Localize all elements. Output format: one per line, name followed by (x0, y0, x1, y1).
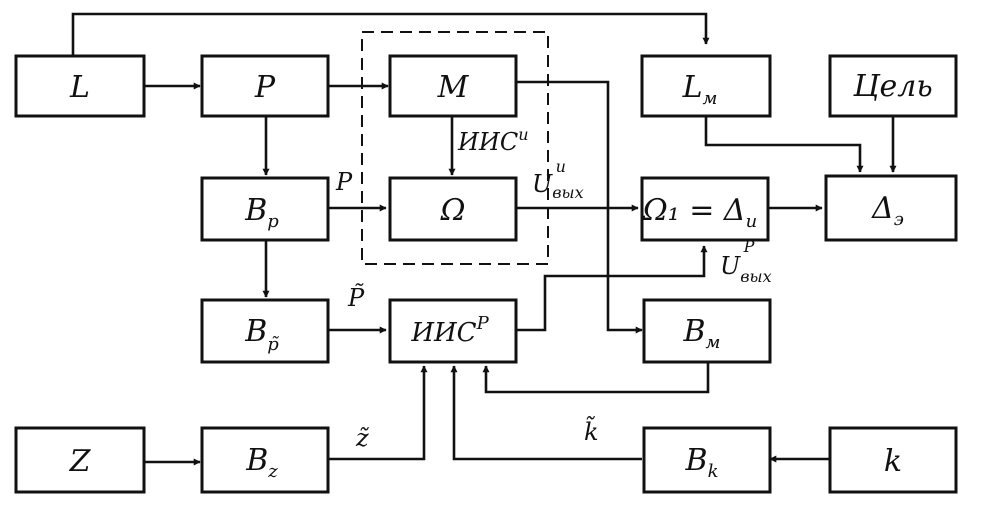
wire-m-to-bm (516, 80, 643, 334)
block-l-label: L (69, 70, 90, 105)
signal-p: P (335, 168, 353, 196)
wire-bz-to-iisp (328, 365, 428, 461)
signal-k-tilde: k̃ (584, 415, 599, 446)
block-de-label: Δэ (871, 191, 904, 230)
block-omega1: Ω₁ = Δи (640, 176, 770, 242)
block-bptilde-label: Bp̃ (244, 314, 279, 355)
block-bz: Bz (200, 426, 330, 494)
block-bp-label: Bp (244, 193, 279, 232)
block-k-label: k (884, 444, 902, 479)
block-k: k (828, 426, 958, 494)
signal-iis-n: ИИСи (457, 125, 529, 156)
signal-p-tilde: P̃ (347, 284, 365, 312)
block-iisp: ИИСP (388, 298, 518, 364)
block-omega1-label: Ω₁ = Δи (642, 193, 757, 232)
block-omega-label: Ω (440, 193, 466, 228)
block-lm: Lм (640, 54, 772, 118)
wire-lm-to-de (704, 116, 864, 173)
block-z: Z (14, 426, 146, 494)
block-bm: Bм (642, 298, 772, 364)
block-z-label: Z (69, 444, 92, 479)
wire-l-to-lm (71, 12, 710, 56)
block-bm-label: Bм (683, 314, 721, 353)
block-bp: Bp (200, 176, 330, 242)
block-m-label: M (437, 70, 470, 105)
block-de: Δэ (824, 174, 958, 242)
block-p: P (200, 54, 330, 118)
block-p-label: P (254, 70, 276, 105)
wire-bk-to-iisp (450, 365, 642, 461)
block-lm-label: Lм (682, 70, 718, 109)
block-goal: Цель (828, 54, 958, 118)
block-m: M (388, 54, 518, 118)
block-goal-label: Цель (852, 69, 932, 104)
block-omega: Ω (388, 176, 518, 242)
block-iisp-label: ИИСP (410, 313, 489, 348)
wire-iisp-to-omega1 (516, 245, 708, 332)
connections (71, 12, 897, 466)
block-l: L (14, 54, 146, 118)
signal-u-out-i: Uвыхи (532, 157, 584, 202)
block-bk: Bk (642, 426, 772, 494)
signal-u-out-p: UвыхP (720, 237, 772, 286)
block-bptilde: Bp̃ (200, 298, 330, 364)
block-bk-label: Bk (685, 443, 719, 482)
wire-bm-to-iisp (482, 362, 710, 394)
block-bz-label: Bz (245, 443, 278, 482)
signal-z-tilde: z̃ (355, 424, 370, 452)
